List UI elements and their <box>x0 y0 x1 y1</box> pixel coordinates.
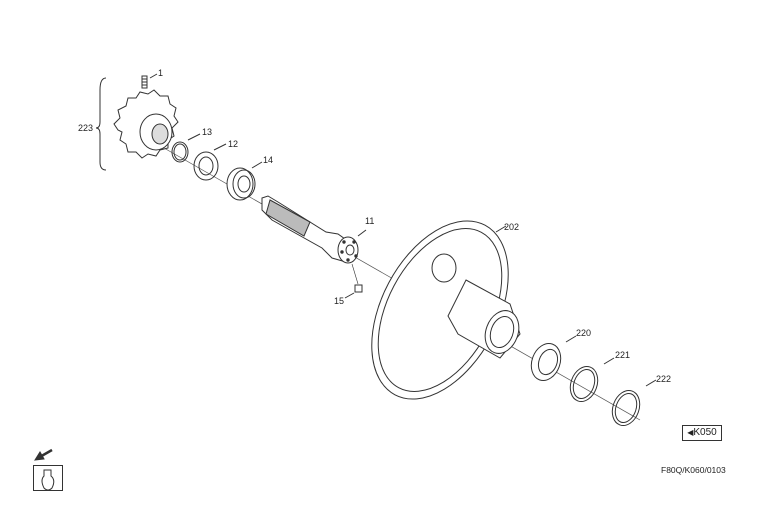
label-part-12: 12 <box>228 139 239 149</box>
part-14-bearing <box>226 161 263 201</box>
label-part-14: 14 <box>263 155 274 165</box>
part-221-o-ring <box>569 357 615 402</box>
keyhole-icon <box>41 469 55 491</box>
part-1-screw <box>141 73 158 89</box>
label-part-222: 222 <box>656 374 672 384</box>
part-202-hub <box>371 220 521 400</box>
part-15-plug <box>344 263 363 299</box>
group-bracket <box>95 77 107 171</box>
document-id: F80Q/K060/0103 <box>661 465 726 475</box>
part-223-gear <box>113 89 179 159</box>
view-direction-box <box>33 465 63 491</box>
label-part-202: 202 <box>504 222 520 232</box>
view-direction-arrow-icon <box>34 448 53 461</box>
label-part-221: 221 <box>615 350 631 360</box>
label-part-220: 220 <box>576 328 592 338</box>
part-220-seal <box>530 335 577 381</box>
reference-code: K050 <box>693 427 717 438</box>
left-triangle-icon: ◀ <box>687 428 694 437</box>
label-part-11: 11 <box>365 216 375 226</box>
reference-link-k050[interactable]: ◀K050 <box>682 425 722 441</box>
label-part-223: 223 <box>78 123 94 133</box>
part-222-retaining-ring <box>611 379 657 426</box>
label-part-13: 13 <box>202 127 213 137</box>
part-13-snap-ring <box>171 133 201 163</box>
label-part-1: 1 <box>158 68 164 78</box>
part-11-shaft <box>261 195 367 264</box>
label-part-15: 15 <box>334 296 345 306</box>
part-12-washer <box>193 143 227 181</box>
